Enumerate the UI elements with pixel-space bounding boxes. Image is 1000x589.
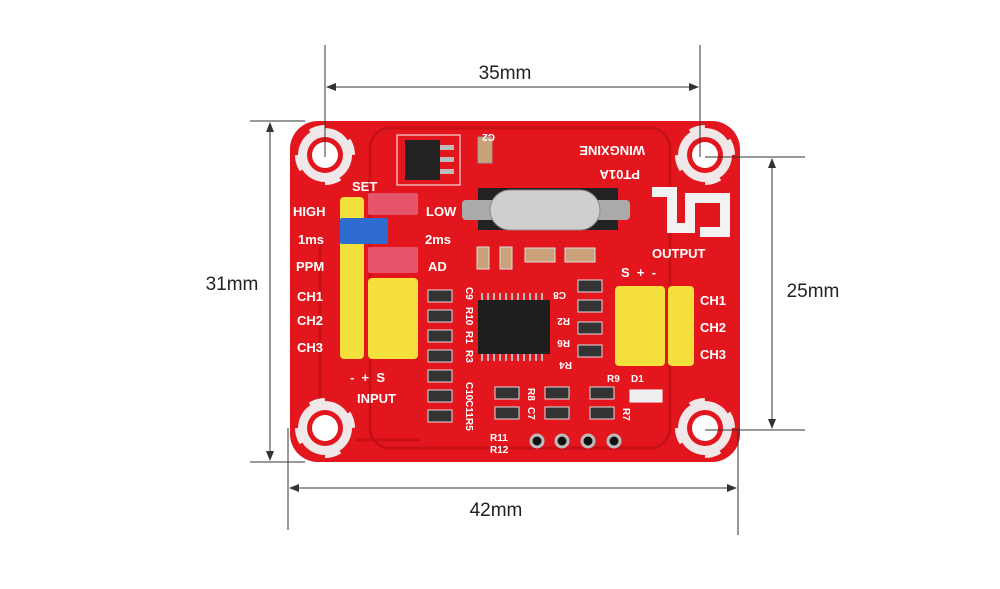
dimension-height-31mm: 31mm bbox=[206, 120, 305, 463]
label-r3: R3 bbox=[463, 350, 474, 363]
label-1ms: 1ms bbox=[298, 232, 324, 247]
label-c2: C2 bbox=[482, 131, 495, 142]
mounting-holes bbox=[292, 122, 738, 461]
label-c11: C11 bbox=[463, 400, 474, 418]
crystal-oscillator bbox=[462, 188, 630, 231]
label-ch1-in: CH1 bbox=[297, 289, 323, 304]
label-ch3-out: CH3 bbox=[700, 347, 726, 362]
dimension-left-label: 31mm bbox=[206, 274, 259, 295]
dimension-width-35mm: 35mm bbox=[324, 45, 701, 157]
label-r4: R4 bbox=[559, 359, 572, 370]
brand-text: WINGXINE bbox=[579, 143, 645, 158]
input-pin-header bbox=[340, 193, 418, 359]
label-d1: D1 bbox=[631, 374, 644, 385]
logo-icon bbox=[652, 187, 730, 237]
label-input: INPUT bbox=[357, 391, 396, 406]
label-2ms: 2ms bbox=[425, 232, 451, 247]
label-low: LOW bbox=[426, 204, 457, 219]
voltage-regulator bbox=[396, 134, 493, 186]
label-ch2-out: CH2 bbox=[700, 320, 726, 335]
label-r2: R2 bbox=[557, 315, 570, 326]
silkscreen-labels: HIGH 1ms PPM CH1 CH2 CH3 SET LOW 2ms AD … bbox=[293, 131, 726, 456]
label-ppm: PPM bbox=[296, 259, 324, 274]
label-r9: R9 bbox=[607, 374, 620, 385]
label-r6: R6 bbox=[557, 337, 570, 348]
label-r11: R11 bbox=[490, 433, 508, 444]
smd-components bbox=[427, 246, 663, 423]
label-input-pins: - + S bbox=[350, 370, 385, 385]
label-r5: R5 bbox=[463, 418, 474, 431]
main-ic-chip bbox=[478, 293, 550, 361]
output-pin-header bbox=[615, 286, 694, 366]
label-r12: R12 bbox=[490, 445, 509, 456]
label-r10: R10 bbox=[463, 307, 474, 326]
label-c10: C10 bbox=[463, 382, 474, 401]
label-c8: C8 bbox=[553, 289, 566, 300]
dimension-right-label: 25mm bbox=[787, 281, 840, 302]
label-output: OUTPUT bbox=[652, 246, 706, 261]
brand-silkscreen: WINGXINE PT01A bbox=[579, 143, 645, 182]
label-ad: AD bbox=[428, 259, 447, 274]
dimension-bottom-label: 42mm bbox=[470, 500, 523, 521]
label-r8: R8 bbox=[525, 388, 536, 401]
dimension-width-42mm: 42mm bbox=[287, 428, 739, 535]
jumper-set-red[interactable] bbox=[368, 193, 418, 215]
label-ch1-out: CH1 bbox=[700, 293, 726, 308]
label-set: SET bbox=[352, 179, 377, 194]
label-ch2-in: CH2 bbox=[297, 313, 323, 328]
jumper-ad-red[interactable] bbox=[368, 247, 418, 273]
dimension-height-25mm: 25mm bbox=[705, 156, 840, 431]
label-c9: C9 bbox=[463, 287, 474, 300]
label-high: HIGH bbox=[293, 204, 326, 219]
label-r1: R1 bbox=[463, 331, 474, 344]
label-c7: C7 bbox=[525, 407, 536, 420]
programming-pads bbox=[529, 433, 622, 449]
label-ch3-in: CH3 bbox=[297, 340, 323, 355]
label-r7: R7 bbox=[620, 408, 631, 421]
jumper-blue[interactable] bbox=[340, 218, 388, 244]
label-output-pins: S + - bbox=[621, 265, 656, 280]
dimension-top-label: 35mm bbox=[479, 63, 532, 84]
model-text: PT01A bbox=[599, 167, 640, 182]
